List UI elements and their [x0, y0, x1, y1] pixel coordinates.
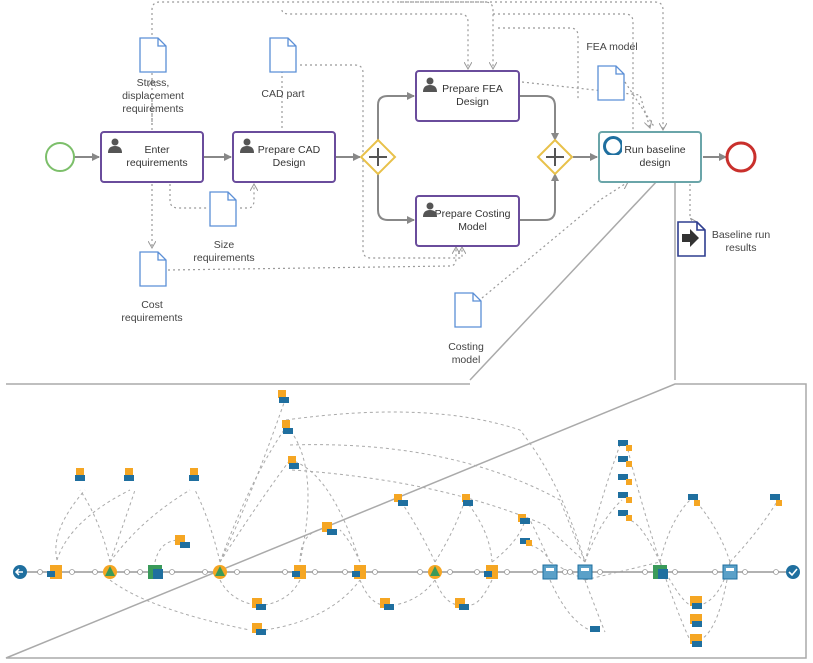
- label-costing-model: Costing model: [448, 341, 484, 366]
- detail-nodes-satellite: [75, 390, 782, 647]
- cad-part-doc-icon: [269, 37, 297, 73]
- label-cost-requirements: Cost requirements: [121, 299, 183, 324]
- task-enter-requirements[interactable]: Enter requirements: [100, 131, 204, 183]
- parallel-gateway-join: [536, 138, 574, 176]
- user-icon: [240, 138, 254, 153]
- cost-requirements-doc-icon: [139, 251, 167, 287]
- parallel-gateway-split: [359, 138, 397, 176]
- sequence-flows: [74, 92, 727, 224]
- label-fea-model: FEA model: [586, 41, 638, 53]
- data-associations: [152, 1, 697, 299]
- task-label: Run baseline design: [624, 144, 686, 169]
- end-event: [725, 141, 757, 173]
- task-prepare-fea-design[interactable]: Prepare FEA Design: [415, 70, 520, 122]
- task-prepare-costing-model[interactable]: Prepare Costing Model: [415, 195, 520, 247]
- stress-requirements-doc-icon: [139, 37, 167, 73]
- subprocess-icon: [603, 136, 622, 155]
- task-label: Prepare CAD Design: [257, 144, 321, 169]
- label-stress-requirements: Stress, displacement requirements: [122, 77, 184, 115]
- label-baseline-results: Baseline run results: [711, 229, 771, 254]
- detail-end-icon: [786, 565, 800, 579]
- user-icon: [423, 77, 437, 92]
- fea-model-doc-icon: [597, 65, 625, 101]
- costing-model-doc-icon: [454, 292, 482, 328]
- detail-start-icon: [13, 565, 27, 579]
- user-icon: [108, 138, 122, 153]
- start-event: [45, 142, 75, 172]
- task-label: Prepare Costing Model: [434, 208, 511, 233]
- detail-workflow: [13, 390, 800, 647]
- zoom-connector: [5, 179, 807, 659]
- size-requirements-doc-icon: [209, 191, 237, 227]
- task-prepare-cad-design[interactable]: Prepare CAD Design: [232, 131, 336, 183]
- label-size-requirements: Size requirements: [193, 239, 255, 264]
- detail-nodes-main: [47, 564, 738, 580]
- task-label: Prepare FEA Design: [442, 83, 503, 108]
- user-icon: [423, 202, 437, 217]
- baseline-results-doc-icon: [677, 221, 706, 257]
- task-label: Enter requirements: [126, 144, 188, 169]
- label-cad-part: CAD part: [261, 88, 305, 100]
- task-run-baseline-design[interactable]: Run baseline design: [598, 131, 702, 183]
